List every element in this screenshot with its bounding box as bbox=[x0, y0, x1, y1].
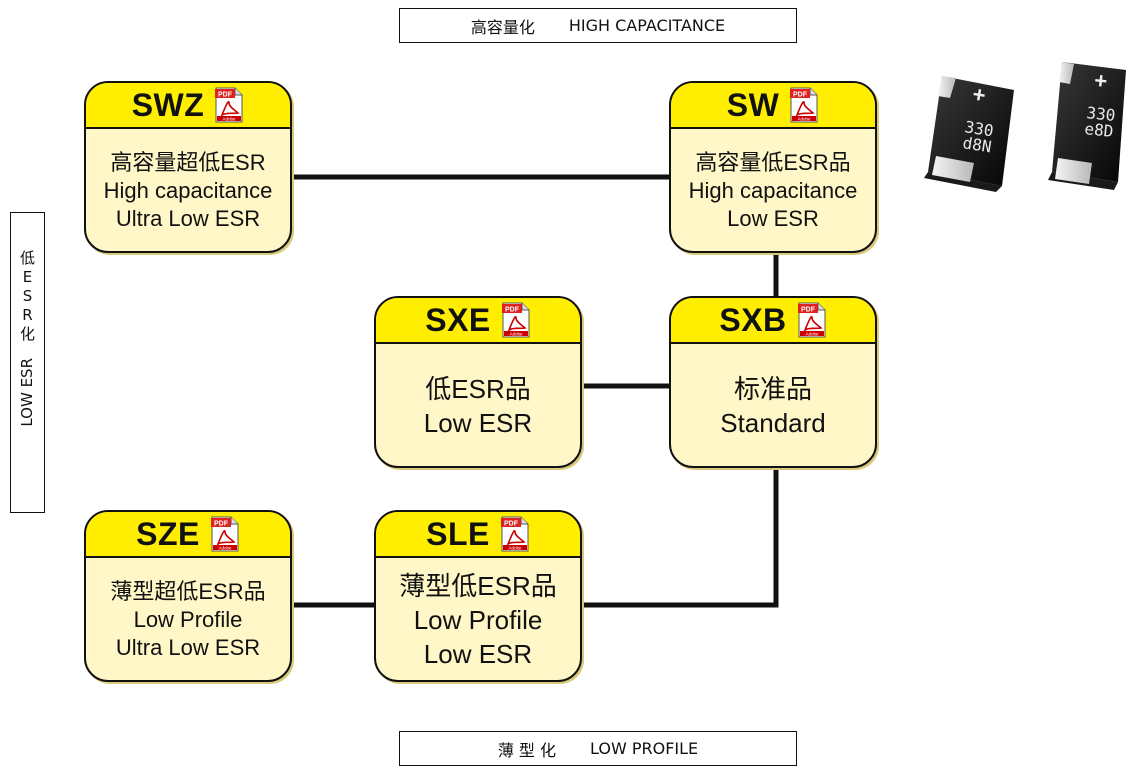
low-esr-char: S bbox=[22, 287, 33, 305]
series-desc-en: Low Profile bbox=[413, 605, 543, 635]
series-desc-en: Standard bbox=[720, 408, 826, 438]
series-description: 薄型低ESR品 Low Profile Low ESR bbox=[376, 558, 580, 680]
series-description: 标准品 Standard bbox=[671, 344, 875, 466]
series-header: SWZ PDF Adobe bbox=[86, 83, 290, 129]
series-code: SWZ bbox=[131, 86, 205, 123]
low-profile-en: LOW PROFILE bbox=[590, 739, 699, 758]
series-desc-en: Low ESR bbox=[423, 408, 533, 438]
polarity-mark: + bbox=[971, 81, 988, 108]
svg-text:Adobe: Adobe bbox=[798, 116, 812, 121]
series-header: SW PDF Adobe bbox=[671, 83, 875, 129]
series-header: SLE PDF Adobe bbox=[376, 512, 580, 558]
capacitor-part-2: + 330 e8D bbox=[1048, 62, 1126, 190]
high-capacitance-cn: 高容量化 bbox=[470, 17, 535, 37]
series-desc-cn: 标准品 bbox=[733, 374, 812, 404]
series-code: SZE bbox=[136, 515, 200, 552]
svg-text:d8N: d8N bbox=[961, 133, 993, 156]
pdf-icon[interactable]: PDF Adobe bbox=[214, 87, 244, 123]
series-code: SXB bbox=[719, 301, 787, 338]
series-desc-en: High capacitance bbox=[103, 178, 273, 203]
high-capacitance-en: HIGH CAPACITANCE bbox=[568, 16, 726, 35]
series-desc-en: Low ESR bbox=[727, 206, 819, 231]
svg-text:PDF: PDF bbox=[801, 307, 816, 314]
series-box-swz[interactable]: SWZ PDF Adobe 高容量超低ESR High capacitance … bbox=[84, 81, 292, 253]
svg-text:PDF: PDF bbox=[793, 92, 808, 99]
series-box-sxb[interactable]: SXB PDF Adobe 标准品 Standard bbox=[669, 296, 877, 468]
svg-text:Adobe: Adobe bbox=[508, 545, 522, 550]
low-profile-axis-label: 薄 型 化 LOW PROFILE bbox=[399, 731, 797, 766]
low-esr-char: E bbox=[22, 268, 33, 286]
series-description: 低ESR品 Low ESR bbox=[376, 344, 580, 466]
series-desc-en: Low ESR bbox=[423, 639, 533, 669]
series-desc-cn: 高容量超低ESR bbox=[110, 150, 266, 175]
svg-text:PDF: PDF bbox=[504, 521, 519, 528]
series-desc-en: Ultra Low ESR bbox=[115, 635, 261, 660]
series-description: 高容量超低ESR High capacitance Ultra Low ESR bbox=[86, 129, 290, 251]
series-desc-en: Low Profile bbox=[133, 607, 243, 632]
pdf-icon[interactable]: PDF Adobe bbox=[210, 516, 240, 552]
pdf-icon[interactable]: PDF Adobe bbox=[500, 516, 530, 552]
low-profile-cn: 薄 型 化 bbox=[497, 740, 557, 760]
series-desc-cn: 低ESR品 bbox=[425, 374, 531, 404]
series-box-sle[interactable]: SLE PDF Adobe 薄型低ESR品 Low Profile Low ES… bbox=[374, 510, 582, 682]
series-code: SW bbox=[726, 86, 780, 123]
series-header: SZE PDF Adobe bbox=[86, 512, 290, 558]
svg-text:330: 330 bbox=[1086, 103, 1117, 125]
polarity-mark: + bbox=[1093, 67, 1108, 93]
series-desc-en: High capacitance bbox=[688, 178, 858, 203]
low-esr-char: R bbox=[22, 306, 33, 324]
svg-text:Adobe: Adobe bbox=[509, 331, 523, 336]
series-header: SXE PDF Adobe bbox=[376, 298, 580, 344]
connector-sxb-sle bbox=[579, 465, 779, 608]
series-desc-cn: 高容量低ESR品 bbox=[695, 150, 851, 175]
series-code: SXE bbox=[425, 301, 491, 338]
svg-text:Adobe: Adobe bbox=[218, 545, 232, 550]
series-desc-en: Ultra Low ESR bbox=[115, 206, 261, 231]
high-capacitance-axis-label: 高容量化 HIGH CAPACITANCE bbox=[399, 8, 797, 43]
low-esr-char: 低 bbox=[19, 249, 35, 267]
svg-text:330: 330 bbox=[963, 117, 995, 140]
series-code: SLE bbox=[426, 515, 490, 552]
pdf-icon[interactable]: PDF Adobe bbox=[797, 302, 827, 338]
series-box-sxe[interactable]: SXE PDF Adobe 低ESR品 Low ESR bbox=[374, 296, 582, 468]
series-desc-cn: 薄型超低ESR品 bbox=[110, 579, 266, 604]
svg-text:PDF: PDF bbox=[505, 307, 520, 314]
svg-text:e8D: e8D bbox=[1084, 119, 1115, 141]
pdf-icon[interactable]: PDF Adobe bbox=[789, 87, 819, 123]
svg-text:PDF: PDF bbox=[218, 92, 233, 99]
series-desc-cn: 薄型低ESR品 bbox=[399, 571, 557, 601]
capacitor-photo: + 330 d8N + 330 e8D bbox=[924, 62, 1126, 192]
series-box-sze[interactable]: SZE PDF Adobe 薄型超低ESR品 Low Profile Ultra… bbox=[84, 510, 292, 682]
svg-text:PDF: PDF bbox=[214, 521, 229, 528]
capacitor-part-1: + 330 d8N bbox=[924, 76, 1014, 192]
series-box-sw[interactable]: SW PDF Adobe 高容量低ESR品 High capacitance L… bbox=[669, 81, 877, 253]
low-esr-axis-label: 低 E S R 化 LOW ESR bbox=[10, 212, 45, 513]
low-esr-char: 化 bbox=[19, 325, 35, 343]
svg-text:Adobe: Adobe bbox=[223, 116, 237, 121]
series-description: 薄型超低ESR品 Low Profile Ultra Low ESR bbox=[86, 558, 290, 680]
svg-text:Adobe: Adobe bbox=[805, 331, 819, 336]
pdf-icon[interactable]: PDF Adobe bbox=[501, 302, 531, 338]
series-description: 高容量低ESR品 High capacitance Low ESR bbox=[671, 129, 875, 251]
series-header: SXB PDF Adobe bbox=[671, 298, 875, 344]
